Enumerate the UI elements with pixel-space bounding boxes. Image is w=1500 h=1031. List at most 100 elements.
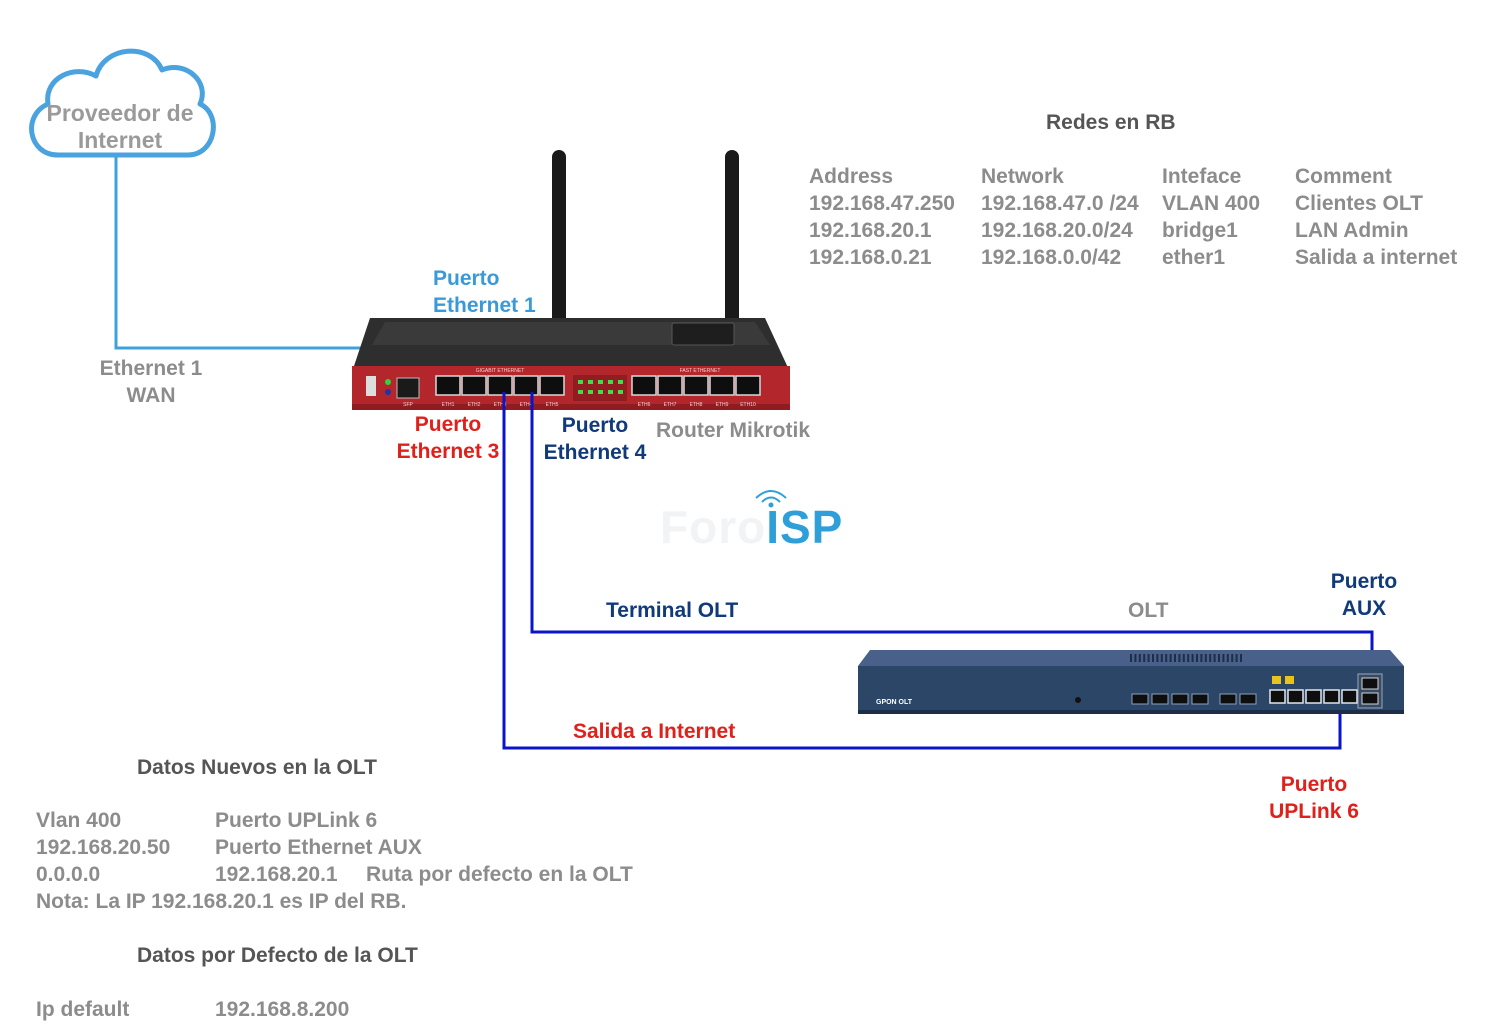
- router-port-1: [435, 375, 461, 396]
- redes-row-cell: 192.168.47.0 /24: [981, 192, 1139, 215]
- salida-internet-cable-line: [502, 392, 1342, 750]
- olt-uplink-port: [1323, 689, 1340, 704]
- olt-vent: [1240, 654, 1242, 662]
- olt-vent: [1222, 654, 1225, 662]
- redes-row-cell: 192.168.0.21: [809, 246, 932, 269]
- puerto-uplink-line1: Puerto: [1280, 773, 1348, 796]
- puerto-ethernet4-label: Puerto Ethernet 4: [543, 412, 647, 466]
- gpon-olt-device: GPON OLT: [858, 650, 1404, 714]
- redes-row-cell: ether1: [1162, 246, 1226, 269]
- redes-row-cell: LAN Admin: [1295, 219, 1409, 242]
- olt-vent: [1174, 654, 1176, 662]
- router-port-9: [709, 375, 735, 396]
- router-port-label: ETH10: [740, 402, 756, 408]
- wan-port-label: Ethernet 1 WAN: [96, 355, 206, 409]
- router-port-label: ETH6: [638, 402, 651, 408]
- olt-brand-label: GPON OLT: [876, 699, 913, 706]
- olt-uplink-port: [1269, 689, 1286, 704]
- cloud-label-line1: Proveedor de: [46, 100, 194, 126]
- olt-vent: [1187, 654, 1190, 662]
- watermark-suffix: ISP: [766, 501, 844, 553]
- router-led: [598, 390, 603, 394]
- olt-uplink-port: [1341, 689, 1358, 704]
- olt-sfp-port: [1131, 693, 1149, 705]
- puerto-uplink-line2: UPLink 6: [1269, 800, 1359, 823]
- router-port-2: [461, 375, 487, 396]
- olt-sfp-port: [1171, 693, 1189, 705]
- datos-nuevos-title: Datos Nuevos en la OLT: [137, 756, 377, 779]
- wan-label-line2: WAN: [126, 384, 176, 407]
- datos-nuevos-row-cell: Ruta por defecto en la OLT: [366, 863, 633, 886]
- router-fast-label: FAST ETHERNET: [680, 368, 721, 374]
- router-led: [618, 390, 623, 394]
- router-port-5: [539, 375, 565, 396]
- puerto-eth3-line1: Puerto: [414, 413, 482, 436]
- router-led-panel: [573, 375, 627, 401]
- router-port-8: [683, 375, 709, 396]
- olt-sfp-port: [1239, 693, 1257, 705]
- redes-row-cell: VLAN 400: [1162, 192, 1261, 215]
- puerto-eth4-line2: Ethernet 4: [543, 441, 647, 464]
- router-gigabit-label: GIGABIT ETHERNET: [476, 368, 525, 374]
- internet-cloud-icon: [29, 48, 216, 158]
- router-led: [588, 380, 593, 384]
- olt-vent: [1143, 654, 1146, 662]
- olt-vent: [1138, 654, 1141, 662]
- olt-vent: [1226, 654, 1229, 662]
- router-port-label: ETH9: [716, 402, 729, 408]
- redes-row-cell: Salida a internet: [1295, 246, 1458, 269]
- router-led: [598, 380, 603, 384]
- datos-nuevos-row-cell: 192.168.20.1: [215, 863, 338, 886]
- olt-vent: [1165, 654, 1168, 662]
- olt-uplink-port: [1305, 689, 1322, 704]
- salida-internet-label: Salida a Internet: [573, 720, 736, 743]
- redes-header-cell: Network: [981, 165, 1064, 188]
- watermark-prefix: Foro: [660, 501, 767, 553]
- datos-nuevos-nota: Nota: La IP 192.168.20.1 es IP del RB.: [36, 890, 407, 913]
- olt-vent: [1213, 654, 1216, 662]
- puerto-aux-line1: Puerto: [1330, 570, 1398, 593]
- olt-vent: [1156, 654, 1159, 662]
- olt-vent: [1182, 654, 1185, 662]
- redes-row-cell: 192.168.47.250: [809, 192, 955, 215]
- router-port-10: [735, 375, 761, 396]
- router-port-label: ETH2: [468, 402, 481, 408]
- datos-defecto-row-cell: Ip default: [36, 998, 130, 1021]
- redes-row-cell: 192.168.0.0/42: [981, 246, 1122, 269]
- olt-sfp-port: [1219, 693, 1237, 705]
- router-led: [618, 380, 623, 384]
- router-port-label: ETH7: [664, 402, 677, 408]
- router-port-label: ETH5: [546, 402, 559, 408]
- router-led: [588, 390, 593, 394]
- puerto-uplink6-label: Puerto UPLink 6: [1262, 771, 1366, 825]
- router-led: [608, 380, 613, 384]
- olt-vent: [1200, 654, 1203, 662]
- olt-vent: [1178, 654, 1181, 662]
- router-port-3: [487, 375, 513, 396]
- olt-vent: [1218, 654, 1220, 662]
- router-port-label: ETH1: [442, 402, 455, 408]
- datos-nuevos-row-cell: Puerto Ethernet AUX: [215, 836, 422, 859]
- wan-label-line1: Ethernet 1: [99, 357, 203, 380]
- puerto-eth3-line2: Ethernet 3: [396, 440, 500, 463]
- olt-vent: [1152, 654, 1154, 662]
- olt-vent: [1204, 654, 1207, 662]
- wifi-signal-icon: [755, 490, 787, 508]
- olt-vent: [1191, 654, 1194, 662]
- cloud-label-line2: Internet: [77, 127, 163, 153]
- redes-header-cell: Inteface: [1162, 165, 1242, 188]
- datos-defecto-row-cell: 192.168.8.200: [215, 998, 350, 1021]
- router-led: [608, 390, 613, 394]
- puerto-aux-label: Puerto AUX: [1322, 568, 1406, 622]
- router-sfp-label: SFP: [403, 402, 413, 408]
- olt-vent: [1231, 654, 1234, 662]
- puerto-eth4-line1: Puerto: [561, 414, 629, 437]
- router-mikrotik-device: SFP GIGABIT ETHERNET FAST ETHERNET ETH1 E…: [352, 318, 790, 410]
- router-port-4: [513, 375, 539, 396]
- datos-nuevos-row-cell: 192.168.20.50: [36, 836, 171, 859]
- olt-vent: [1160, 654, 1163, 662]
- cloud-label: Proveedor de Internet: [30, 100, 210, 154]
- olt-vent: [1235, 654, 1238, 662]
